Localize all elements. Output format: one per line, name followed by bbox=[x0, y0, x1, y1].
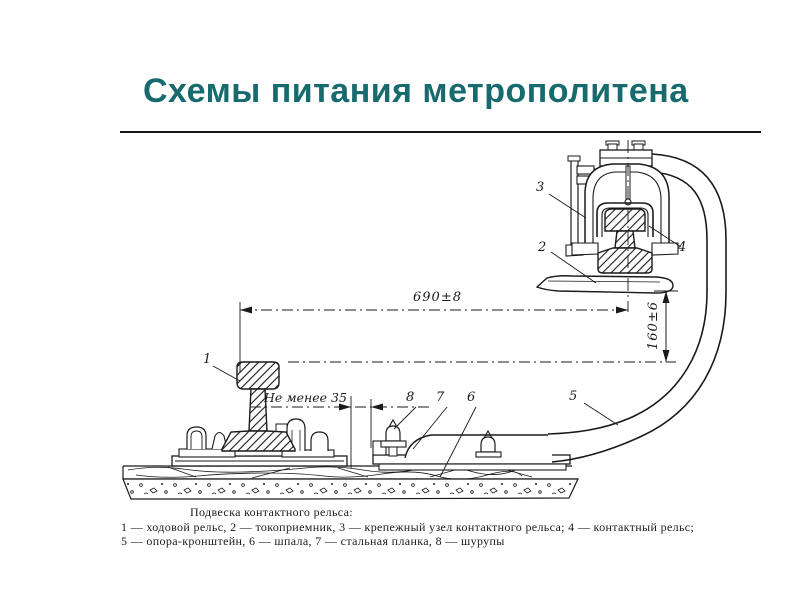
hanger-top-plate bbox=[599, 140, 653, 167]
dimension-clearance: Не менее 35 bbox=[264, 390, 347, 405]
figure-legend-line1: 1 — ходовой рельс, 2 — токоприемник, 3 —… bbox=[121, 520, 695, 534]
running-rail bbox=[221, 361, 296, 452]
dimension-vertical: 160±6 bbox=[646, 301, 661, 350]
rail-clip-right bbox=[275, 418, 335, 458]
bracket-arm bbox=[547, 153, 727, 463]
page-title: Схемы питания метрополитена bbox=[143, 72, 689, 110]
leader-lines bbox=[212, 193, 682, 478]
part-label-2: 2 bbox=[538, 240, 547, 255]
part-label-1: 1 bbox=[203, 352, 212, 367]
collector-shoe bbox=[535, 275, 674, 294]
figure-caption-title: Подвеска контактного рельса: bbox=[190, 505, 353, 519]
part-label-5: 5 bbox=[569, 389, 578, 404]
part-label-6: 6 bbox=[467, 390, 476, 405]
rail-clip-left bbox=[178, 426, 236, 458]
concrete-foundation bbox=[122, 478, 579, 500]
figure-legend-line2: 5 — опора-кронштейн, 6 — шпала, 7 — стал… bbox=[121, 534, 505, 548]
part-label-8: 8 bbox=[406, 390, 415, 405]
dimension-horizontal: 690±8 bbox=[413, 290, 462, 305]
saddle-clamp bbox=[596, 202, 654, 237]
bracket-foot bbox=[404, 434, 552, 459]
contact-rail bbox=[597, 208, 653, 274]
part-label-3: 3 bbox=[536, 180, 545, 195]
part-label-4: 4 bbox=[678, 240, 687, 255]
dimension-lines bbox=[239, 140, 678, 468]
screw-right bbox=[475, 429, 502, 458]
title-divider bbox=[120, 131, 761, 133]
part-label-7: 7 bbox=[436, 390, 445, 405]
screw-left bbox=[380, 418, 407, 457]
